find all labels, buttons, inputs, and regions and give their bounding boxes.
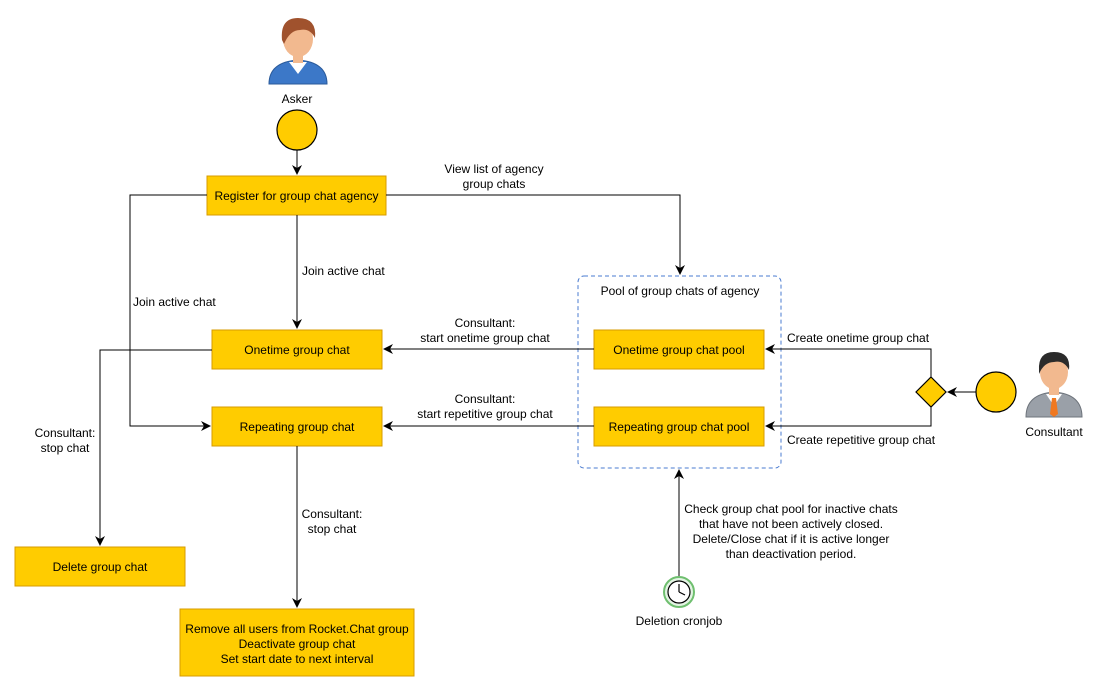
clock-icon[interactable] xyxy=(663,576,695,608)
edge-register-to-repeating xyxy=(129,194,211,431)
repeating-chat-label: Repeating group chat xyxy=(240,420,355,434)
edge-gateway-to-repeating-pool xyxy=(765,407,932,431)
asker-person-icon xyxy=(268,18,328,85)
view-list-label-1: View list of agency xyxy=(444,162,543,176)
consultant-label: Consultant xyxy=(1025,425,1083,439)
cronjob-label: Deletion cronjob xyxy=(636,614,723,628)
start-onetime-label-2: start onetime group chat xyxy=(420,331,550,345)
view-list-label-2: group chats xyxy=(463,177,526,191)
onetime-chat-box[interactable] xyxy=(211,329,383,370)
repeating-chat-box[interactable] xyxy=(211,406,383,447)
consultant-start-event[interactable] xyxy=(975,371,1017,413)
cronjob-note-line-2: that have not been actively closed. xyxy=(699,517,883,531)
remove-users-line-2: Deactivate group chat xyxy=(239,637,356,651)
remove-users-line-3: Set start date to next interval xyxy=(221,652,374,666)
stop-left-label-1: Consultant: xyxy=(35,426,96,440)
edge-register-to-pool xyxy=(386,194,685,275)
edge-onetime-to-delete xyxy=(95,349,212,546)
stop-center-label-2: stop chat xyxy=(308,522,357,536)
join-active-left-label: Join active chat xyxy=(133,295,216,309)
cronjob-note-line-3: Delete/Close chat if it is active longer xyxy=(693,532,890,546)
delete-chat-label: Delete group chat xyxy=(53,560,148,574)
cronjob-note-line-1: Check group chat pool for inactive chats xyxy=(684,502,897,516)
start-onetime-label-1: Consultant: xyxy=(455,316,516,330)
stop-left-label-2: stop chat xyxy=(41,441,90,455)
start-repetitive-label-1: Consultant: xyxy=(455,392,516,406)
repeating-pool-box[interactable] xyxy=(593,406,765,447)
cronjob-note-line-4: than deactivation period. xyxy=(726,547,857,561)
delete-chat-box[interactable] xyxy=(14,546,186,587)
remove-users-box[interactable] xyxy=(179,608,415,677)
create-repetitive-label: Create repetitive group chat xyxy=(787,433,936,447)
register-box[interactable] xyxy=(206,175,387,216)
pool-group-title: Pool of group chats of agency xyxy=(601,284,760,298)
agency-pool-group xyxy=(577,275,782,469)
repeating-pool-label: Repeating group chat pool xyxy=(609,420,750,434)
join-active-center-label: Join active chat xyxy=(302,264,385,278)
create-onetime-label: Create onetime group chat xyxy=(787,331,930,345)
register-label: Register for group chat agency xyxy=(214,189,378,203)
consultant-gateway[interactable] xyxy=(915,376,947,408)
consultant-person-icon xyxy=(1025,352,1083,418)
edge-gateway-to-onetime-pool xyxy=(765,344,932,377)
asker-start-event[interactable] xyxy=(276,109,318,151)
stop-center-label-1: Consultant: xyxy=(302,507,363,521)
start-repetitive-label-2: start repetitive group chat xyxy=(417,407,553,421)
onetime-pool-label: Onetime group chat pool xyxy=(613,343,744,357)
asker-label: Asker xyxy=(282,92,313,106)
remove-users-line-1: Remove all users from Rocket.Chat group xyxy=(185,622,409,636)
onetime-chat-label: Onetime group chat xyxy=(244,343,350,357)
